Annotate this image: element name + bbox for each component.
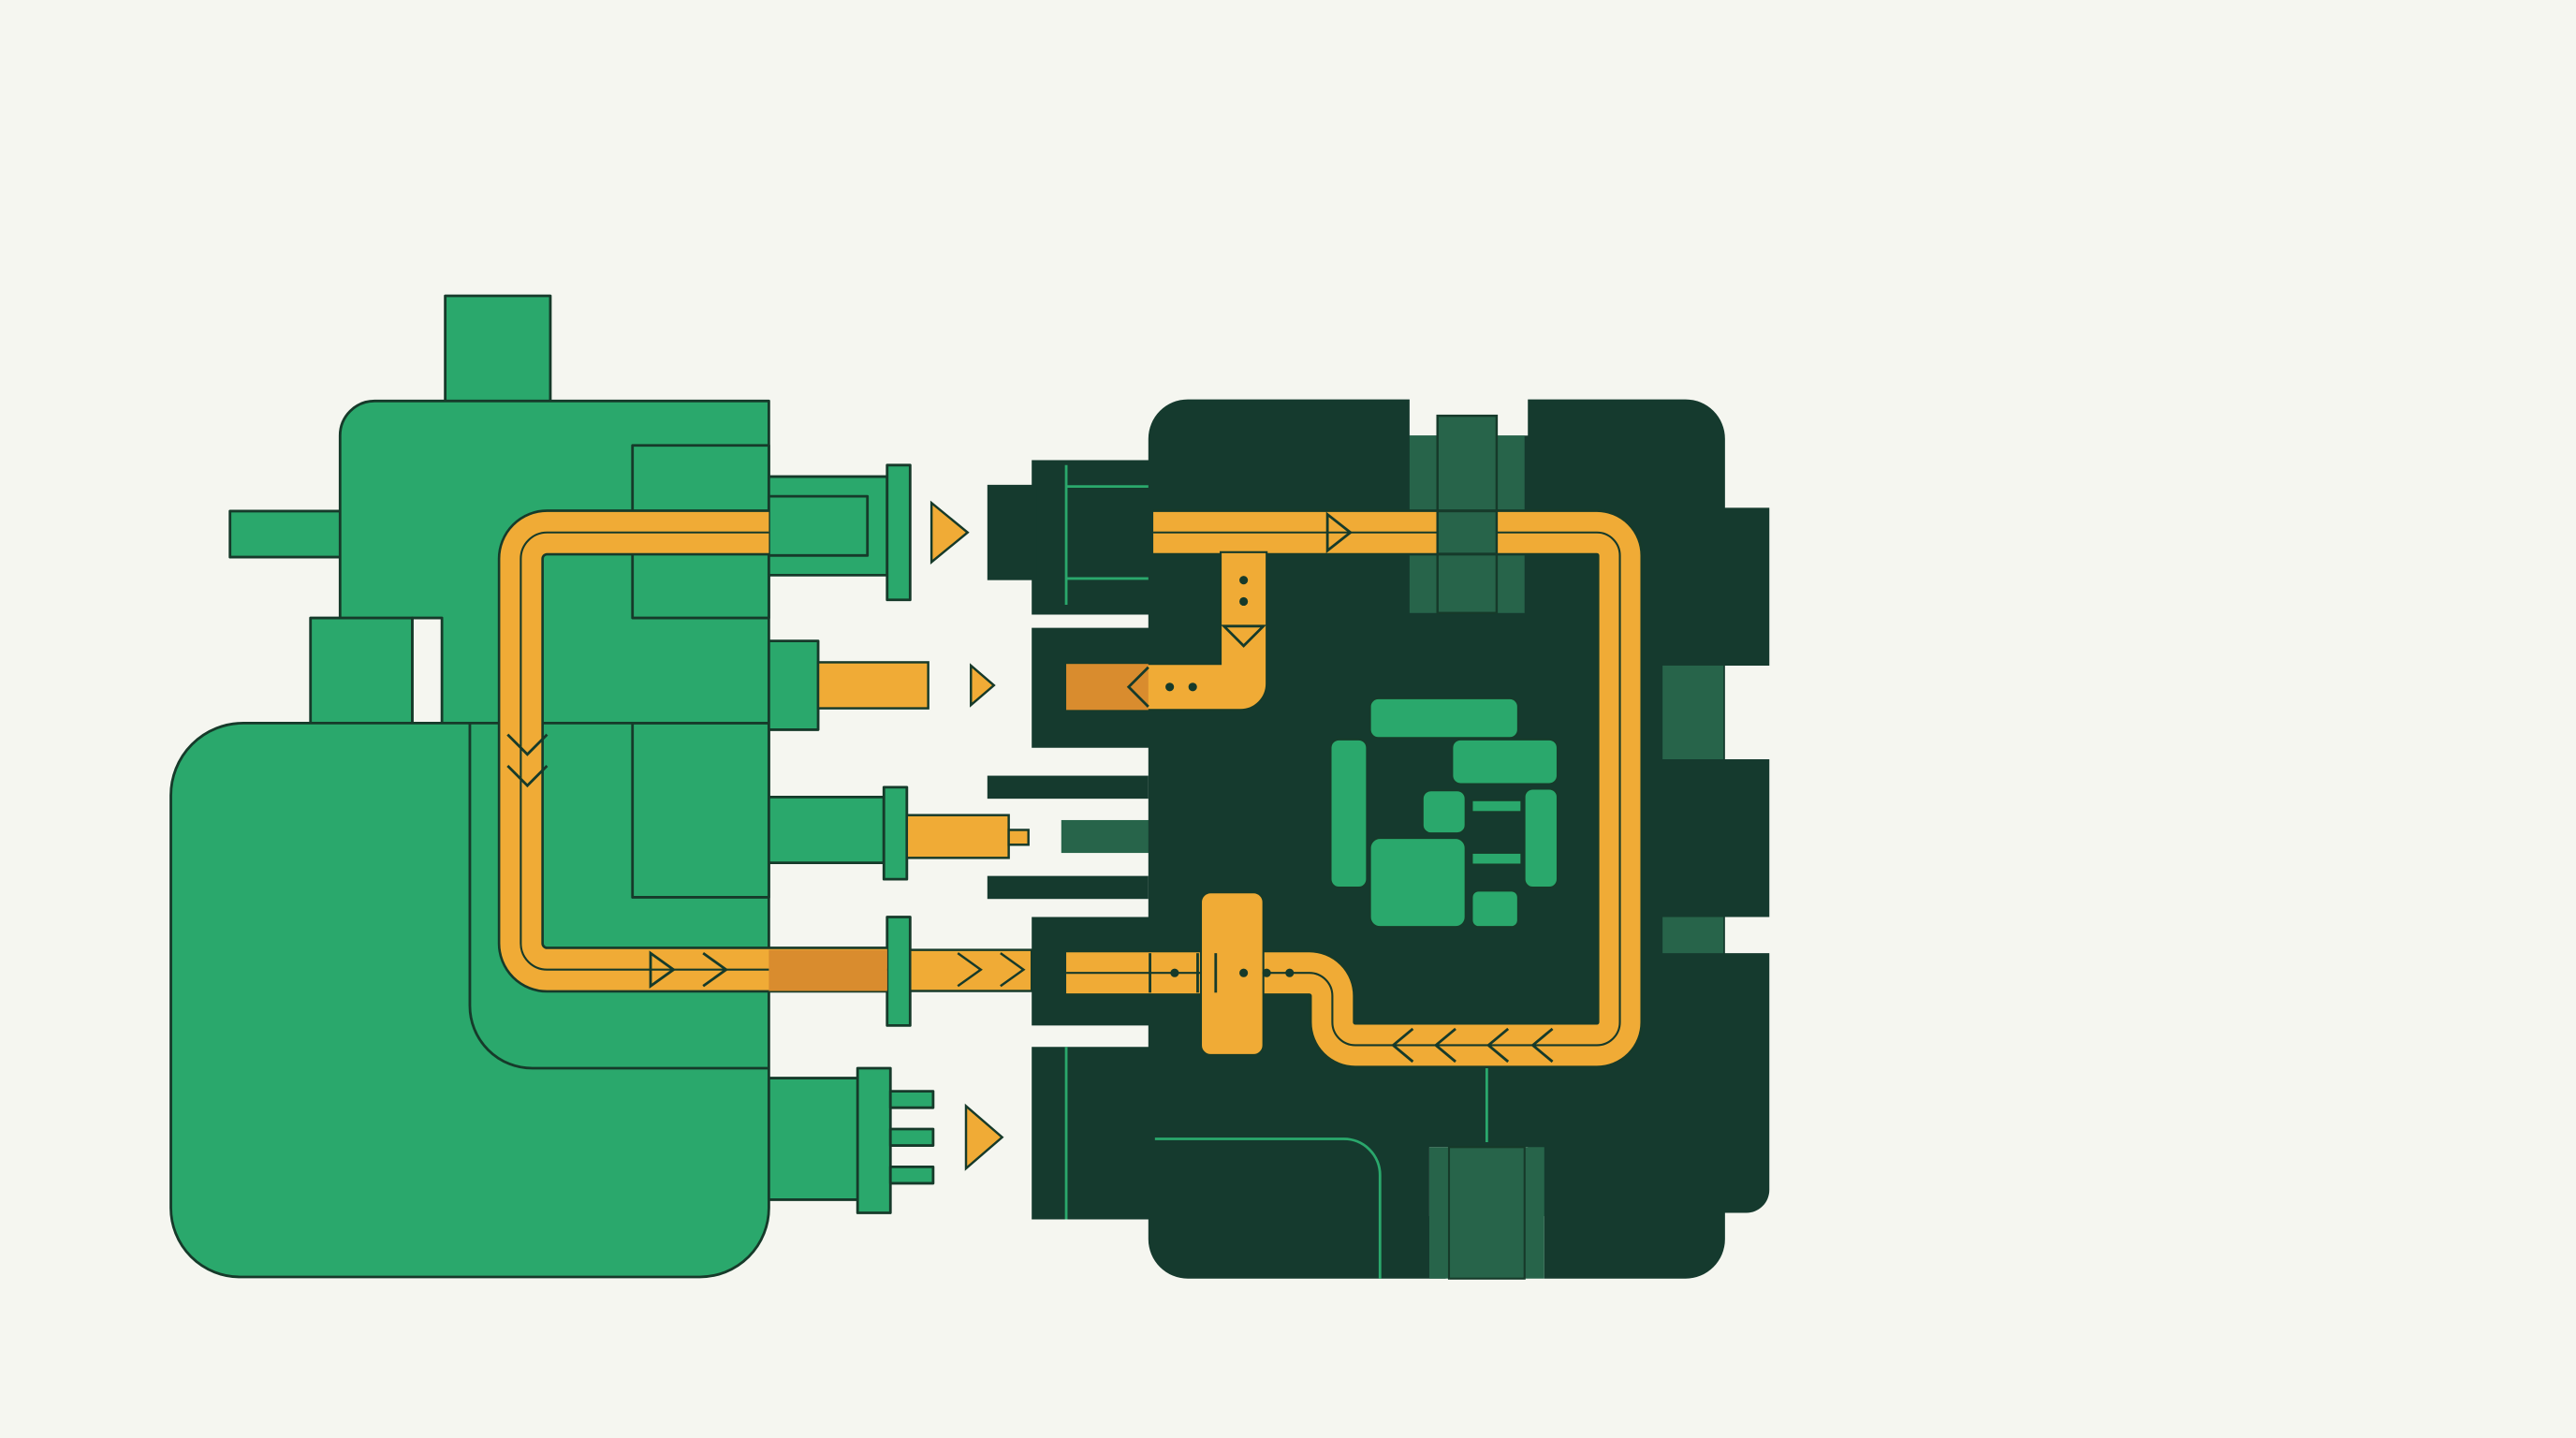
right-left-plug — [987, 484, 1037, 580]
bridge-bar-bottom — [987, 875, 1149, 900]
chevron-icon — [1221, 624, 1267, 648]
triangle-right-icon — [970, 663, 996, 708]
chevron-icon — [1433, 1027, 1456, 1064]
left-loop-orange-section — [768, 949, 887, 991]
connector-3-body — [767, 795, 886, 865]
core-top — [1368, 697, 1519, 740]
left-loop-pipe — [497, 509, 887, 993]
chevron-icon — [1391, 1027, 1414, 1064]
connector-5-prong-b — [888, 1127, 935, 1147]
right-loop-pipe — [1065, 509, 1644, 1069]
bridge-connectors — [816, 661, 1033, 992]
connector-2-body — [767, 639, 820, 731]
left-pipe-chevrons — [506, 733, 729, 989]
chevron-icon — [1530, 1027, 1554, 1064]
connector-1-inner — [767, 494, 870, 557]
chevron-icon — [506, 765, 549, 788]
left-gap-slot — [411, 616, 444, 725]
bridge-pipe-4 — [909, 948, 1033, 992]
bridge-pipe-3 — [905, 814, 1010, 859]
core-bottom-left — [1368, 837, 1467, 928]
dots-icon — [1165, 576, 1295, 977]
chevron-icon — [702, 952, 729, 988]
core-right-top — [1451, 739, 1559, 785]
connector-5-body — [767, 1077, 863, 1201]
connector-5-prong-c — [888, 1165, 935, 1185]
chevron-icon — [1000, 952, 1026, 988]
right-inner-post-overlay — [1436, 509, 1499, 555]
right-side-panel-b — [1662, 917, 1724, 954]
right-bottom-post-core — [1447, 1146, 1526, 1280]
right-side-panel-a — [1662, 665, 1724, 760]
left-small-stack — [309, 616, 414, 725]
bridge-pipe-3-tip — [1007, 829, 1030, 846]
core-right-side — [1523, 787, 1559, 888]
connector-1-flange — [886, 463, 912, 602]
connector-5-flange — [856, 1066, 892, 1214]
connector-5-prong-a — [888, 1090, 935, 1109]
left-green-module — [169, 294, 935, 1279]
bridge-bar-top — [987, 775, 1149, 800]
flow-arrows — [929, 500, 1004, 1171]
right-cross-pipe — [1199, 891, 1265, 1057]
chevron-icon — [649, 950, 677, 989]
triangle-right-icon — [964, 1103, 1004, 1171]
core-bottom-right — [1471, 889, 1519, 928]
bridge-pipe-2 — [816, 661, 929, 710]
right-branch-orange — [1066, 664, 1149, 711]
chevron-icon — [506, 733, 549, 756]
chevron-icon — [1126, 666, 1149, 708]
chevron-icon — [957, 952, 983, 988]
right-pipe-markers — [1126, 511, 1554, 1064]
triangle-right-icon — [929, 500, 970, 565]
connector-3-flange — [882, 785, 909, 881]
left-inner-pipe-channel — [468, 723, 769, 1070]
chevron-icon — [1486, 1027, 1510, 1064]
right-circuit-lines — [1064, 464, 1488, 1279]
core-mid-bar-a — [1471, 800, 1523, 814]
core-center — [1422, 789, 1467, 834]
core-left — [1329, 739, 1368, 888]
connector-4-flange — [886, 916, 912, 1027]
core-component — [1329, 697, 1559, 928]
core-mid-bar-b — [1471, 852, 1523, 866]
chevron-icon — [1325, 511, 1353, 553]
